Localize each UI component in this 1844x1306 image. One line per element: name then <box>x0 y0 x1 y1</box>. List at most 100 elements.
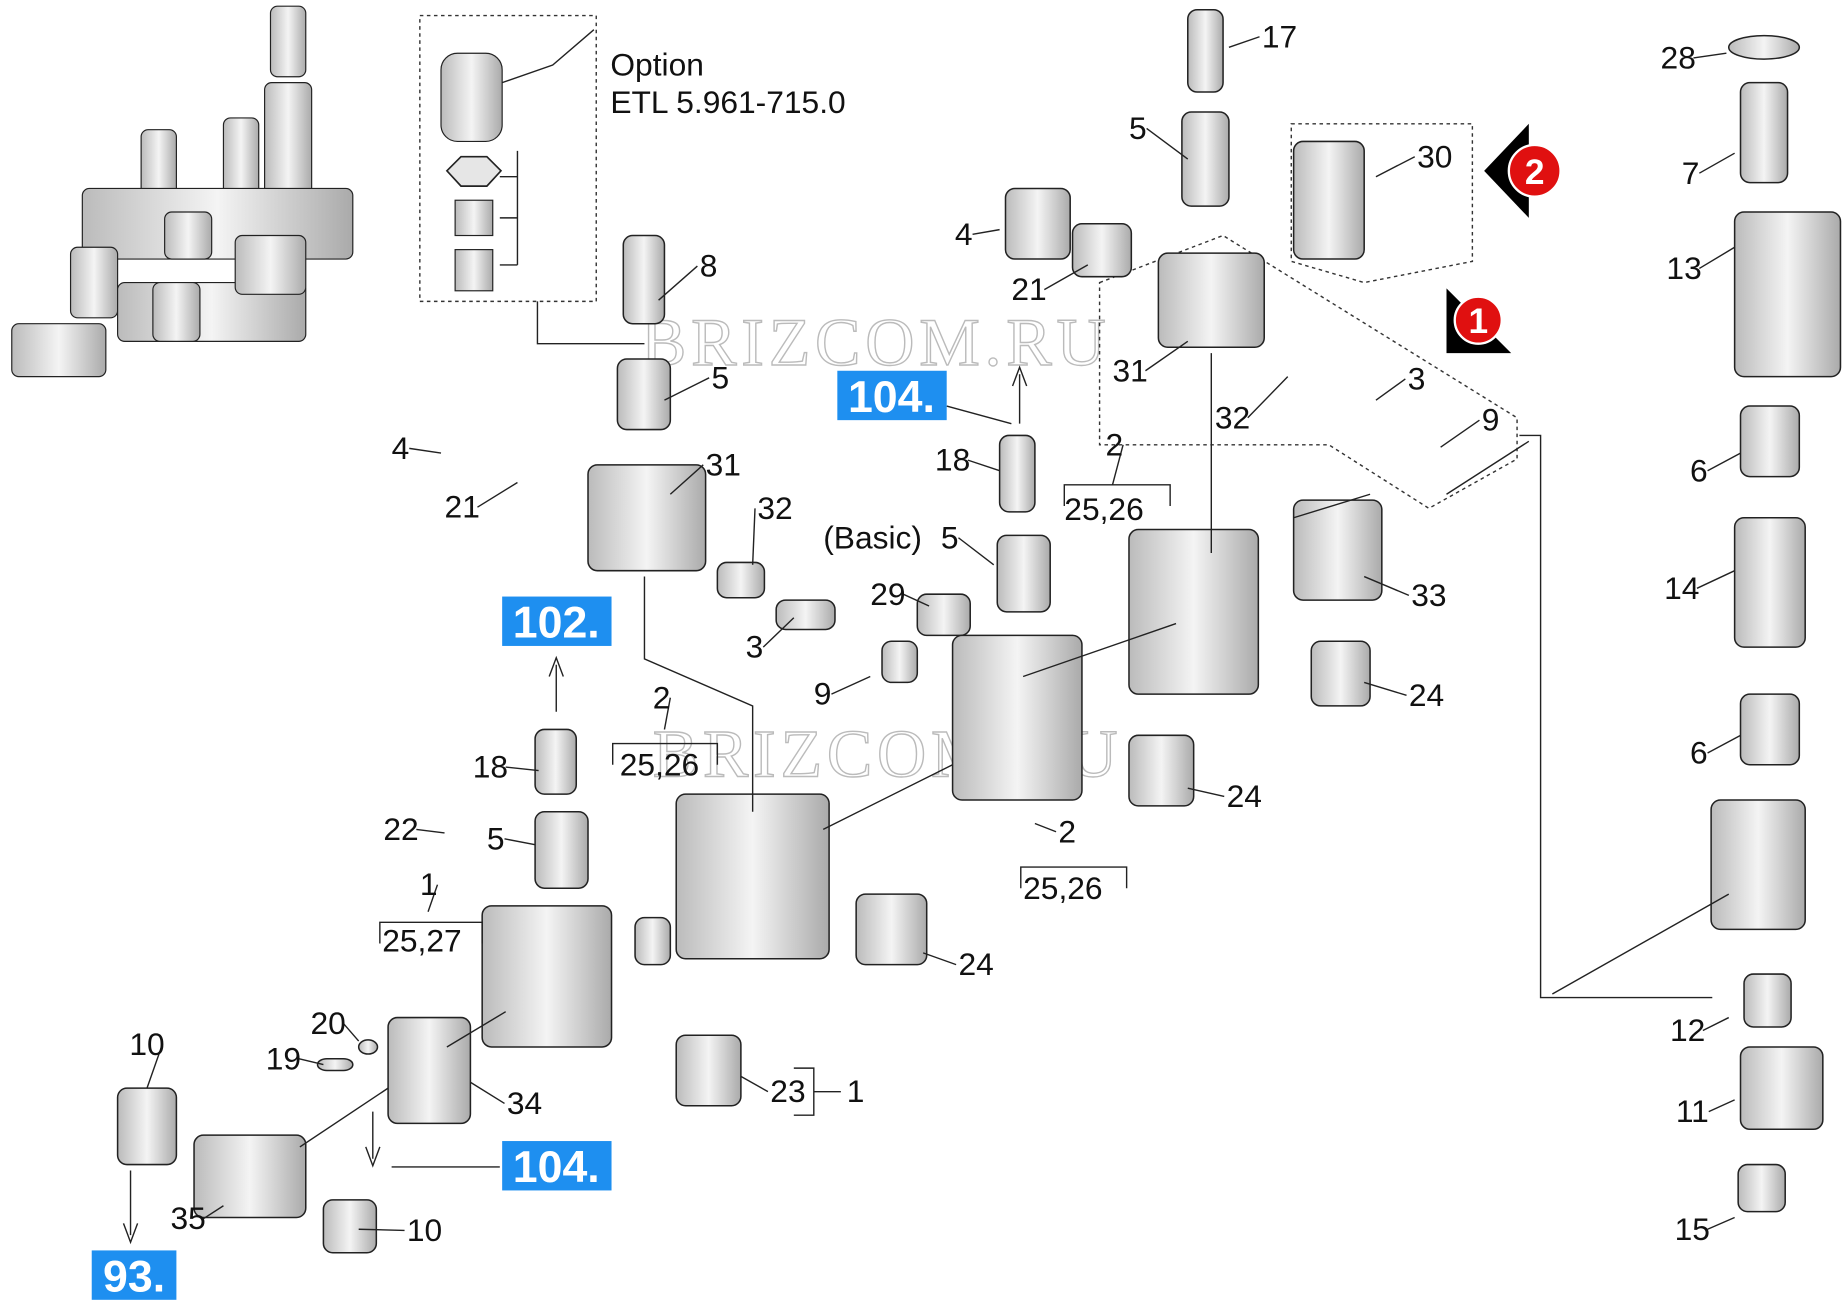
reference-label: 102. <box>513 599 600 648</box>
option-part-number: ETL 5.961-715.0 <box>610 84 845 120</box>
leader-line <box>427 884 439 912</box>
leader-line <box>298 1058 324 1066</box>
part-shape <box>775 599 836 631</box>
part-shape <box>716 561 766 599</box>
leader-line <box>1146 127 1189 160</box>
part-number-label: 35 <box>171 1200 206 1236</box>
part-number-label: 5 <box>1129 110 1147 146</box>
reference-102[interactable]: 102. <box>502 596 612 648</box>
part-number-label: 3 <box>746 629 764 665</box>
part-number-label: 18 <box>473 749 508 785</box>
part-shape <box>481 905 613 1048</box>
part-number-label: 4 <box>392 430 410 466</box>
reference-93[interactable]: 93. <box>91 1250 177 1302</box>
part-shape <box>1292 499 1383 601</box>
marker-label: 1 <box>1468 302 1488 341</box>
part-shape <box>1292 140 1365 260</box>
bracket <box>379 921 483 944</box>
leader-line <box>740 1075 769 1093</box>
leader-line <box>751 508 756 565</box>
part-shape <box>675 793 830 960</box>
part-number-label: 25,27 <box>382 923 461 959</box>
part-number-label: 24 <box>1409 677 1444 713</box>
leader-line <box>1363 681 1407 697</box>
reference-104-bottom[interactable]: 104. <box>502 1141 612 1192</box>
reference-label: 104. <box>848 373 935 422</box>
part-shape <box>634 916 672 966</box>
part-shape <box>1157 252 1265 348</box>
part-shape <box>855 893 928 966</box>
leader-line <box>477 481 518 508</box>
part-number-label: 8 <box>700 248 718 284</box>
leader-line <box>1707 1216 1735 1230</box>
leader-line <box>1145 340 1189 372</box>
part-shape <box>1737 1163 1786 1213</box>
part-number-label: 2 <box>653 679 671 715</box>
part-number-label: 22 <box>383 811 418 847</box>
leader-line <box>1551 893 1730 995</box>
leader-line <box>1228 36 1260 49</box>
leader-line <box>1440 419 1480 448</box>
leader-line <box>1247 376 1289 419</box>
part-shape <box>1710 799 1806 931</box>
part-shape <box>116 1087 178 1166</box>
bracket <box>612 742 719 765</box>
leader-line <box>1293 493 1371 519</box>
part-shape <box>11 323 107 378</box>
part-number-label: 19 <box>266 1040 301 1076</box>
part-shape <box>587 464 707 572</box>
part-number-label: 14 <box>1664 570 1699 606</box>
part-shape <box>316 1057 354 1072</box>
part-number-label: 9 <box>1482 402 1500 438</box>
leader-line <box>1707 452 1741 472</box>
leader-line <box>470 1081 505 1105</box>
option-box <box>419 14 597 303</box>
part-shape <box>193 1134 307 1219</box>
part-number-label: 32 <box>1215 399 1250 435</box>
leader-line <box>664 377 710 401</box>
part-shape <box>1128 528 1260 695</box>
leader-line <box>658 265 698 301</box>
part-shape <box>622 234 666 325</box>
part-shape <box>916 593 971 637</box>
part-number-label: 23 <box>770 1073 805 1109</box>
part-number-label: 6 <box>1690 452 1708 488</box>
marker-2: 2 <box>1484 123 1562 218</box>
part-shape <box>1733 516 1806 648</box>
option-parts <box>440 29 595 292</box>
part-number-label: 5 <box>487 820 505 856</box>
part-shape <box>269 5 307 78</box>
part-number-label: 2 <box>1058 813 1076 849</box>
part-number-label: 24 <box>1227 778 1262 814</box>
leader-line <box>1022 622 1177 678</box>
leader-line <box>1375 156 1416 178</box>
reference-104-top[interactable]: 104. <box>837 370 947 422</box>
part-shape <box>1739 405 1801 478</box>
parts <box>11 5 1842 1254</box>
part-number-label: 30 <box>1417 138 1452 174</box>
leader-line <box>643 576 754 812</box>
part-number-label: 32 <box>757 490 792 526</box>
part-number-label: 9 <box>814 676 832 712</box>
part-number-label: (Basic) <box>823 519 922 555</box>
part-number-label: 10 <box>129 1026 164 1062</box>
part-shape <box>322 1199 378 1254</box>
leader-line <box>409 447 442 454</box>
part-number-label: 12 <box>1670 1012 1705 1048</box>
part-number-label: 15 <box>1675 1211 1710 1247</box>
part-shape <box>1004 187 1071 260</box>
part-shape <box>164 211 213 260</box>
leader-line <box>831 675 871 695</box>
leader-line <box>663 697 672 730</box>
part-shape <box>152 281 201 342</box>
leader-line <box>902 593 930 607</box>
part-number-label: 25,26 <box>620 746 699 782</box>
part-shape <box>1733 211 1842 378</box>
part-shape <box>1727 34 1801 60</box>
leader-line <box>342 1022 360 1042</box>
part-number-label: 31 <box>706 446 741 482</box>
part-number-label: 24 <box>958 946 993 982</box>
leader-line <box>922 952 957 966</box>
leader-line <box>1699 152 1735 174</box>
